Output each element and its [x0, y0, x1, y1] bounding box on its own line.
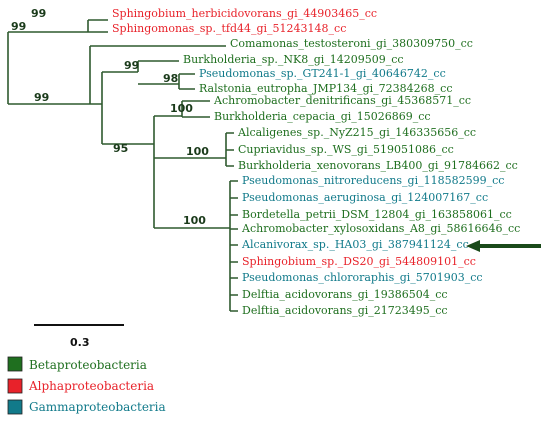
tip-label: Achromobacter_denitrificans_gi_45368571_… [213, 94, 471, 107]
tree-branches [7, 19, 238, 312]
tip-label: Alcaligenes_sp._NyZ215_gi_146335656_cc [237, 126, 476, 139]
tip-label: Burkholderia_cepacia_gi_15026869_cc [214, 110, 431, 123]
scale-bar-label: 0.3 [70, 336, 90, 349]
scale-bar: 0.3 [34, 324, 124, 349]
legend-label-gamma: Gammaproteobacteria [29, 400, 166, 414]
legend-label-beta: Betaproteobacteria [29, 358, 147, 372]
tip-label: Achromobacter_xylosoxidans_A8_gi_5861664… [241, 222, 520, 235]
tip-label: Ralstonia_eutropha_JMP134_gi_72384268_cc [199, 82, 452, 95]
legend-swatch-gamma [7, 399, 23, 415]
bootstrap-values: 99 99 99 98 99 100 95 100 100 [11, 7, 209, 227]
bootstrap-value: 95 [113, 142, 128, 155]
arrow-head-icon [466, 240, 480, 252]
tip-label: Pseudomonas_nitroreducens_gi_118582599_c… [242, 174, 504, 187]
bootstrap-value: 100 [170, 102, 193, 115]
tip-label: Pseudomonas_chlororaphis_gi_5701903_cc [242, 271, 483, 284]
tip-label: Sphingobium_sp._DS20_gi_544809101_cc [242, 255, 476, 268]
tip-label: Delftia_acidovorans_gi_21723495_cc [242, 304, 448, 317]
branch-ingroup [8, 45, 226, 105]
tip-label: Pseudomonas_sp._GT241-1_gi_40646742_cc [199, 67, 446, 80]
legend: Betaproteobacteria Alphaproteobacteria G… [7, 356, 166, 415]
legend-swatch-alpha [7, 378, 23, 394]
tip-label: Burkholderia_xenovorans_LB400_gi_9178466… [238, 159, 518, 172]
tip-label: Cupriavidus_sp._WS_gi_519051086_cc [238, 143, 454, 156]
tip-label: Delftia_acidovorans_gi_19386504_cc [242, 288, 448, 301]
branch-main-clade [102, 100, 210, 228]
bootstrap-value: 100 [183, 214, 206, 227]
tip-label: Burkholderia_sp._NK8_gi_14209509_cc [183, 53, 404, 66]
branch-burk-ralstonia-clade [90, 60, 195, 144]
tip-label: Sphingomonas_sp._tfd44_gi_51243148_cc [112, 22, 346, 35]
tip-label: Alcanivorax_sp._HA03_gi_387941124_cc [241, 238, 469, 251]
bootstrap-value: 99 [31, 7, 46, 20]
tip-label: Bordetella_petrii_DSM_12804_gi_163858061… [242, 208, 512, 221]
bootstrap-value: 99 [11, 20, 26, 33]
bootstrap-value: 100 [186, 145, 209, 158]
tip-label: Pseudomonas_aeruginosa_gi_124007167_cc [242, 191, 488, 204]
tip-labels: Sphingobium_herbicidovorans_gi_44903465_… [112, 7, 520, 317]
legend-label-alpha: Alphaproteobacteria [28, 379, 154, 393]
branch-large-clade [154, 180, 238, 312]
branch-alcaligenes-clade [154, 132, 234, 167]
legend-swatch-beta [7, 356, 23, 372]
bootstrap-value: 99 [124, 59, 139, 72]
branch-sphingo-clade [8, 19, 108, 33]
highlight-arrow [466, 240, 541, 252]
bootstrap-value: 98 [163, 72, 178, 85]
tip-label: Comamonas_testosteroni_gi_380309750_cc [230, 37, 473, 50]
tip-label: Sphingobium_herbicidovorans_gi_44903465_… [112, 7, 377, 20]
bootstrap-value: 99 [34, 91, 49, 104]
